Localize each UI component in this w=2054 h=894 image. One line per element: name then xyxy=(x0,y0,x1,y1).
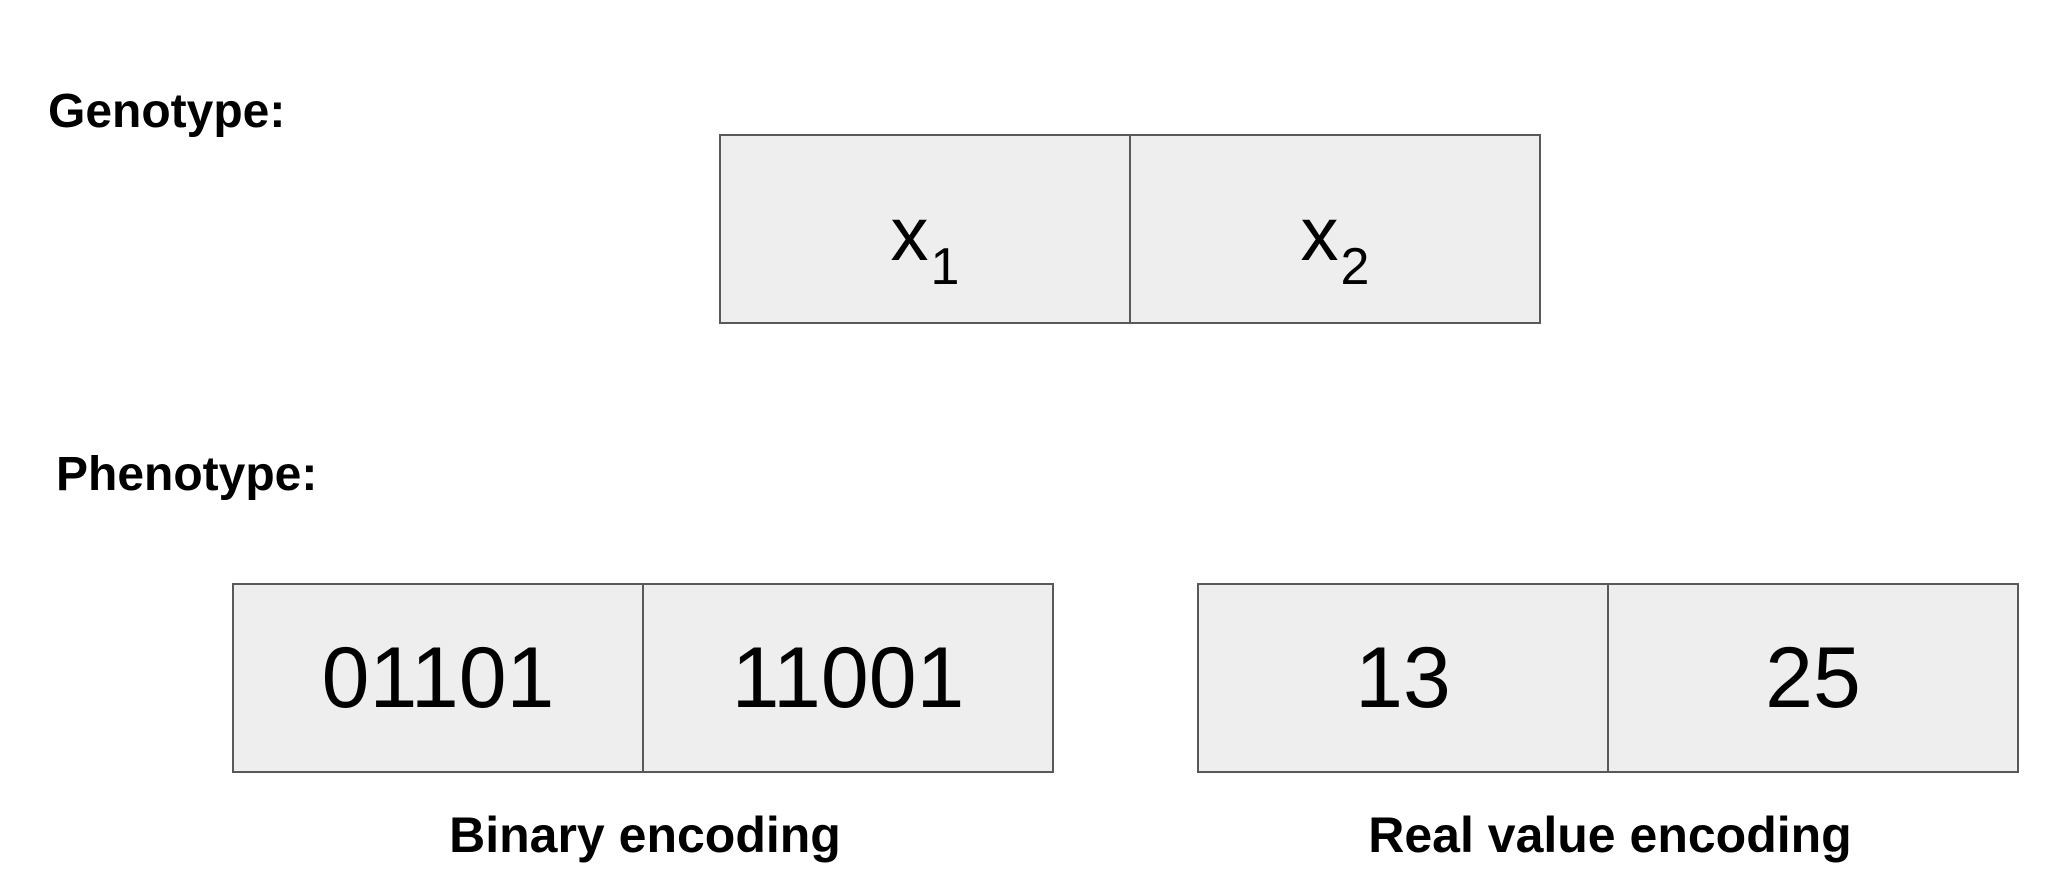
real-encoding-cells: 13 25 xyxy=(1197,583,2019,773)
real-encoding-caption: Real value encoding xyxy=(1368,807,1852,863)
variable-x1: x 1 xyxy=(890,192,960,294)
genotype-label: Genotype: xyxy=(48,85,286,138)
variable-x2: x 2 xyxy=(1300,192,1370,294)
binary-encoding-cells: 01101 11001 xyxy=(232,583,1054,773)
binary-cell-1: 01101 xyxy=(232,583,644,773)
variable-symbol: x xyxy=(890,192,929,277)
phenotype-label: Phenotype: xyxy=(56,448,318,501)
binary-cell-2: 11001 xyxy=(642,583,1054,773)
variable-subscript: 2 xyxy=(1340,238,1370,296)
genotype-cells: x 1 x 2 xyxy=(719,134,1541,324)
genotype-cell-x2: x 2 xyxy=(1129,134,1541,324)
real-cell-2: 25 xyxy=(1607,583,2019,773)
binary-encoding-caption: Binary encoding xyxy=(449,807,841,863)
variable-symbol: x xyxy=(1300,192,1339,277)
real-cell-1: 13 xyxy=(1197,583,1609,773)
variable-subscript: 1 xyxy=(930,238,960,296)
genotype-cell-x1: x 1 xyxy=(719,134,1131,324)
